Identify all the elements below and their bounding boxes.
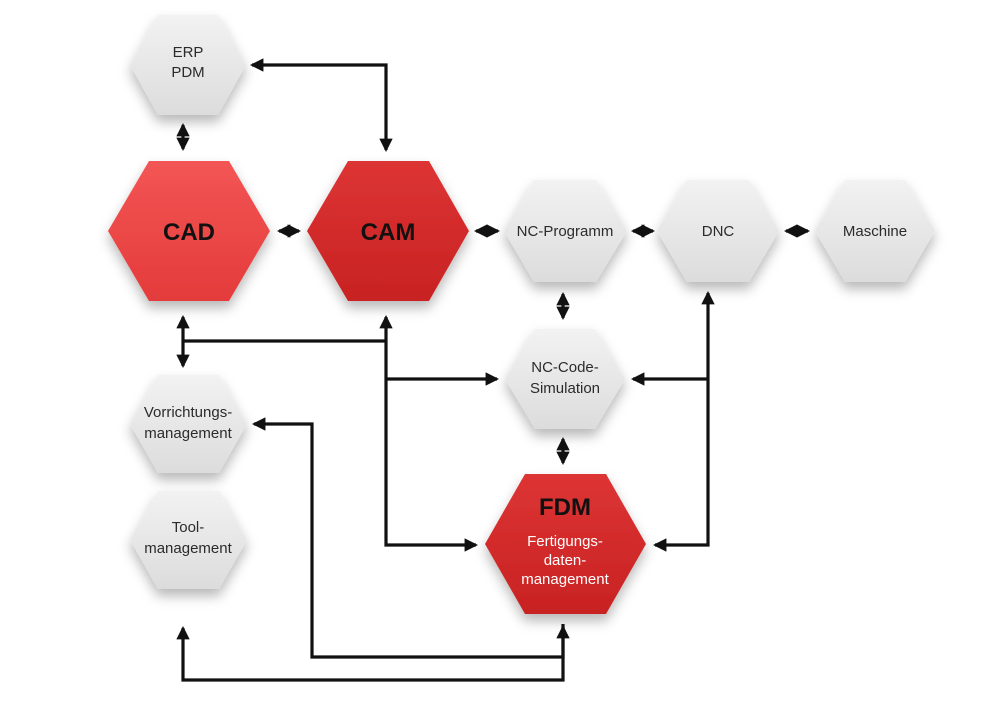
node-nc-programm: NC-Programm [504,180,627,282]
connector-erp-cam [249,58,393,153]
vorrichtungsmanagement-label-line-1: Vorrichtungs- [144,404,232,421]
nc-programm-hexagon [504,180,627,282]
node-erp-pdm: ERP PDM [130,15,246,115]
nc-programm-label: NC-Programm [517,223,614,240]
erp-pdm-label-line-2: PDM [171,64,204,81]
nc-code-simulation-label-line-2: Simulation [530,380,600,397]
node-vorrichtungsmanagement: Vorrichtungs- management [130,375,247,473]
node-cad: CAD [108,161,270,301]
fdm-label-line-2: daten- [544,552,587,569]
cam-hexagon [307,161,469,301]
node-toolmanagement: Tool- management [130,491,247,589]
vorrichtungsmanagement-hexagon [130,375,247,473]
cam-label: CAM [361,219,416,246]
vorrichtungsmanagement-label-line-2: management [144,425,232,442]
dnc-hexagon [657,180,779,282]
node-dnc: DNC [657,180,779,282]
maschine-hexagon [815,180,935,282]
connector-cam-trunk [379,314,479,552]
cad-hexagon [108,161,270,301]
node-maschine: Maschine [815,180,935,282]
toolmanagement-hexagon [130,491,247,589]
nc-code-simulation-hexagon [505,329,625,429]
toolmanagement-label-line-1: Tool- [172,519,205,536]
node-cam: CAM [307,161,469,301]
maschine-label: Maschine [843,223,907,240]
fdm-hexagon [485,474,646,614]
connector-fdm-tool [176,624,570,682]
fdm-label-line-1: Fertigungs- [527,533,603,550]
connectors [176,58,811,682]
fdm-label-line-3: management [521,571,609,588]
node-nc-code-simulation: NC-Code- Simulation [505,329,625,429]
connector-dnc-feedback [652,290,715,552]
toolmanagement-label-line-2: management [144,540,232,557]
node-fdm: FDM Fertigungs- daten- management [485,474,646,614]
erp-pdm-hexagon [130,15,246,115]
cad-label: CAD [163,219,215,246]
dnc-label: DNC [702,223,735,240]
erp-pdm-label-line-1: ERP [173,44,204,61]
nc-code-simulation-label-line-1: NC-Code- [531,359,599,376]
fdm-label: FDM [539,494,591,521]
